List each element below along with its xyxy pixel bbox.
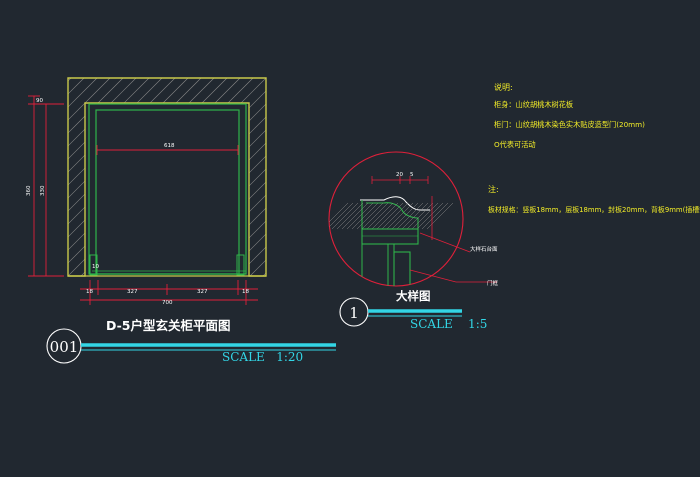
detail-scale-text: SCALE 1:5 <box>410 317 487 331</box>
notes-line-1: 柜身：山纹胡桃木树花板 <box>494 100 573 109</box>
plan-title: D-5户型玄关柜平面图 <box>106 318 231 333</box>
plan-view: 90 618 360 330 18 327 327 18 700 10 D-5户… <box>26 77 336 364</box>
detail-title: 大样图 <box>396 289 431 303</box>
dim-bottom-total: 700 <box>162 300 173 306</box>
detail-badge-number: 1 <box>349 304 359 322</box>
notes-spec-line: 板材规格：竖板18mm，层板18mm，封板20mm，背板9mm(插槽安装)。 <box>488 205 700 214</box>
notes-line-3: O代表可活动 <box>494 140 536 149</box>
plan-badge-number: 001 <box>50 338 79 356</box>
notes-block: 说明: 柜身：山纹胡桃木树花板 柜门：山纹胡桃木染色实木贴皮造型门(20mm) … <box>488 82 700 214</box>
plan-scale-text: SCALE 1:20 <box>222 350 303 364</box>
detail-circle <box>328 151 464 287</box>
cabinet-outer <box>88 103 247 275</box>
dim-label-bottom: 10 <box>92 264 99 270</box>
wall-outline <box>67 77 267 277</box>
notes-heading: 说明: <box>494 82 513 92</box>
dim-bottom-left-seg: 327 <box>127 289 138 295</box>
detail-leader-frame: 门框 <box>487 279 499 287</box>
dim-top-small: 90 <box>36 98 43 104</box>
dim-bottom-right-end: 18 <box>242 289 249 295</box>
dim-bottom-left-end: 18 <box>86 289 93 295</box>
detail-view: 20 5 大样石台面 门框 大样图 1 SCALE 1:5 <box>328 151 499 331</box>
cabinet-inner <box>95 109 240 275</box>
plan-dimensions <box>28 95 258 305</box>
detail-dim-2: 5 <box>410 172 414 178</box>
dim-inner-width: 618 <box>164 143 175 149</box>
dim-left-inner: 330 <box>40 185 46 196</box>
notes-sub-heading: 注: <box>488 184 499 194</box>
cabinet-plinth-right <box>236 254 245 276</box>
notes-line-2: 柜门：山纹胡桃木染色实木贴皮造型门(20mm) <box>494 120 645 129</box>
cabinet-plinth-left <box>89 254 98 276</box>
detail-dim-1: 20 <box>396 172 403 178</box>
dim-left-outer: 360 <box>26 185 32 196</box>
dim-bottom-right-seg: 327 <box>197 289 208 295</box>
detail-leader-stone: 大样石台面 <box>470 245 498 253</box>
